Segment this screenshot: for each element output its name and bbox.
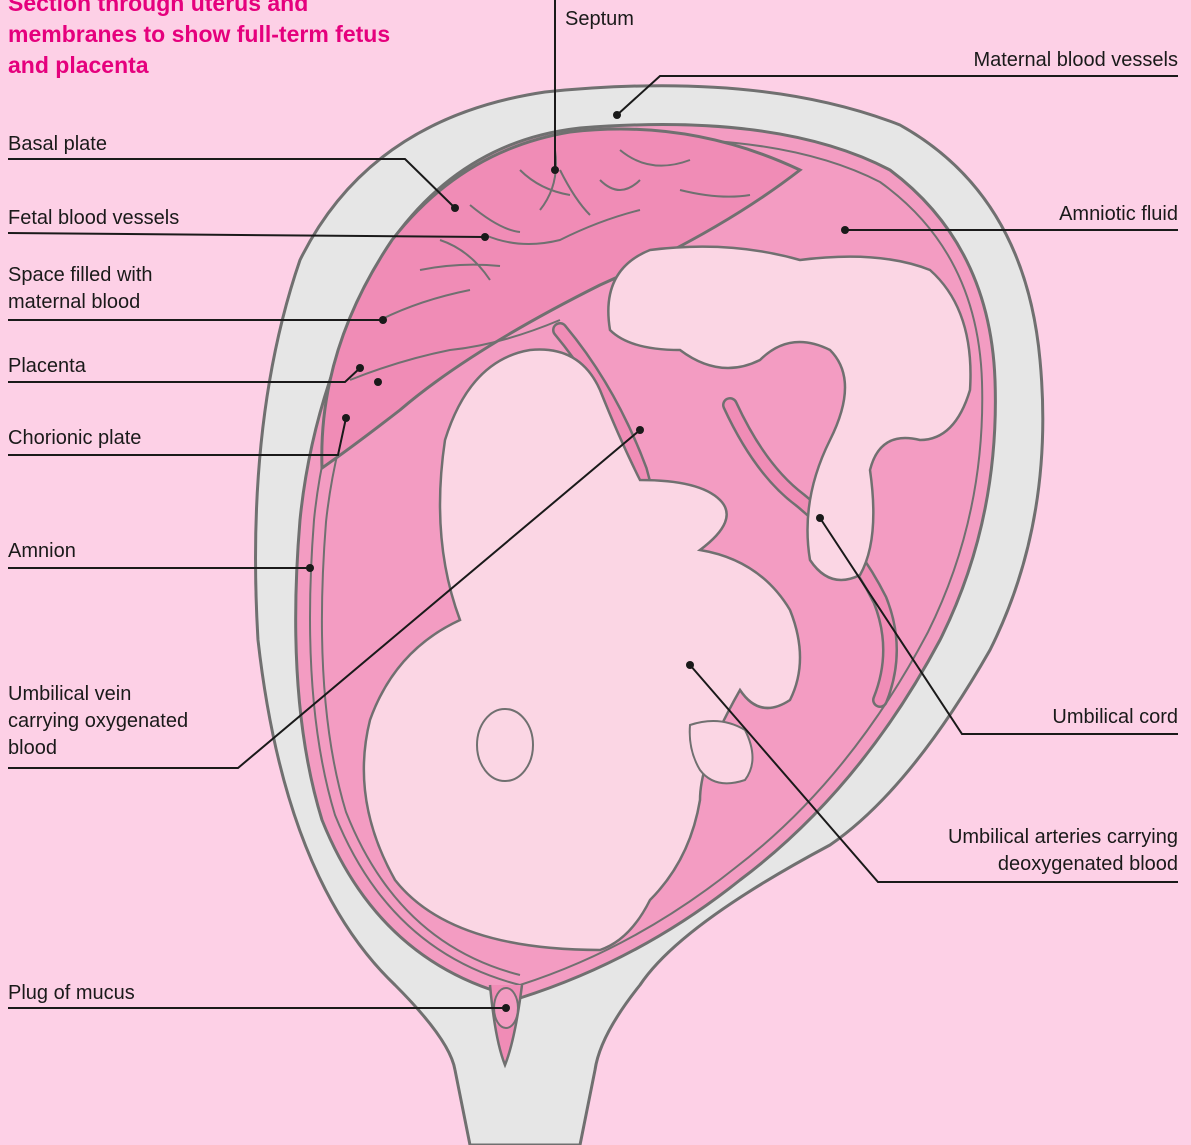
dot-umbilical-cord [816, 514, 824, 522]
diagram-title: Section through uterus and membranes to … [8, 0, 428, 81]
label-amniotic-fluid: Amniotic fluid [1059, 201, 1178, 228]
label-chorionic-plate: Chorionic plate [8, 425, 141, 452]
dot-fetal-vessels [481, 233, 489, 241]
label-septum: Septum [565, 6, 634, 33]
label-maternal-blood-vessels: Maternal blood vessels [973, 47, 1178, 74]
dot-maternal-vessels [613, 111, 621, 119]
dot-placenta-a [356, 364, 364, 372]
dot-umbilical-arteries [686, 661, 694, 669]
dot-septum [551, 166, 559, 174]
dot-mucus-plug [502, 1004, 510, 1012]
label-umbilical-arteries: Umbilical arteries carrying deoxygenated… [948, 824, 1178, 878]
dot-amniotic-fluid [841, 226, 849, 234]
dot-basal-plate [451, 204, 459, 212]
label-fetal-blood-vessels: Fetal blood vessels [8, 205, 179, 232]
dot-maternal-space [379, 316, 387, 324]
label-umbilical-cord: Umbilical cord [1052, 704, 1178, 731]
dot-placenta-b [374, 378, 382, 386]
label-maternal-blood-space: Space filled with maternal blood [8, 262, 153, 316]
label-amnion: Amnion [8, 538, 76, 565]
dot-chorionic-plate [342, 414, 350, 422]
label-umbilical-vein: Umbilical vein carrying oxygenated blood [8, 681, 188, 762]
label-placenta: Placenta [8, 353, 86, 380]
dot-umbilical-vein [636, 426, 644, 434]
label-basal-plate: Basal plate [8, 131, 107, 158]
label-plug-of-mucus: Plug of mucus [8, 980, 135, 1007]
dot-amnion [306, 564, 314, 572]
